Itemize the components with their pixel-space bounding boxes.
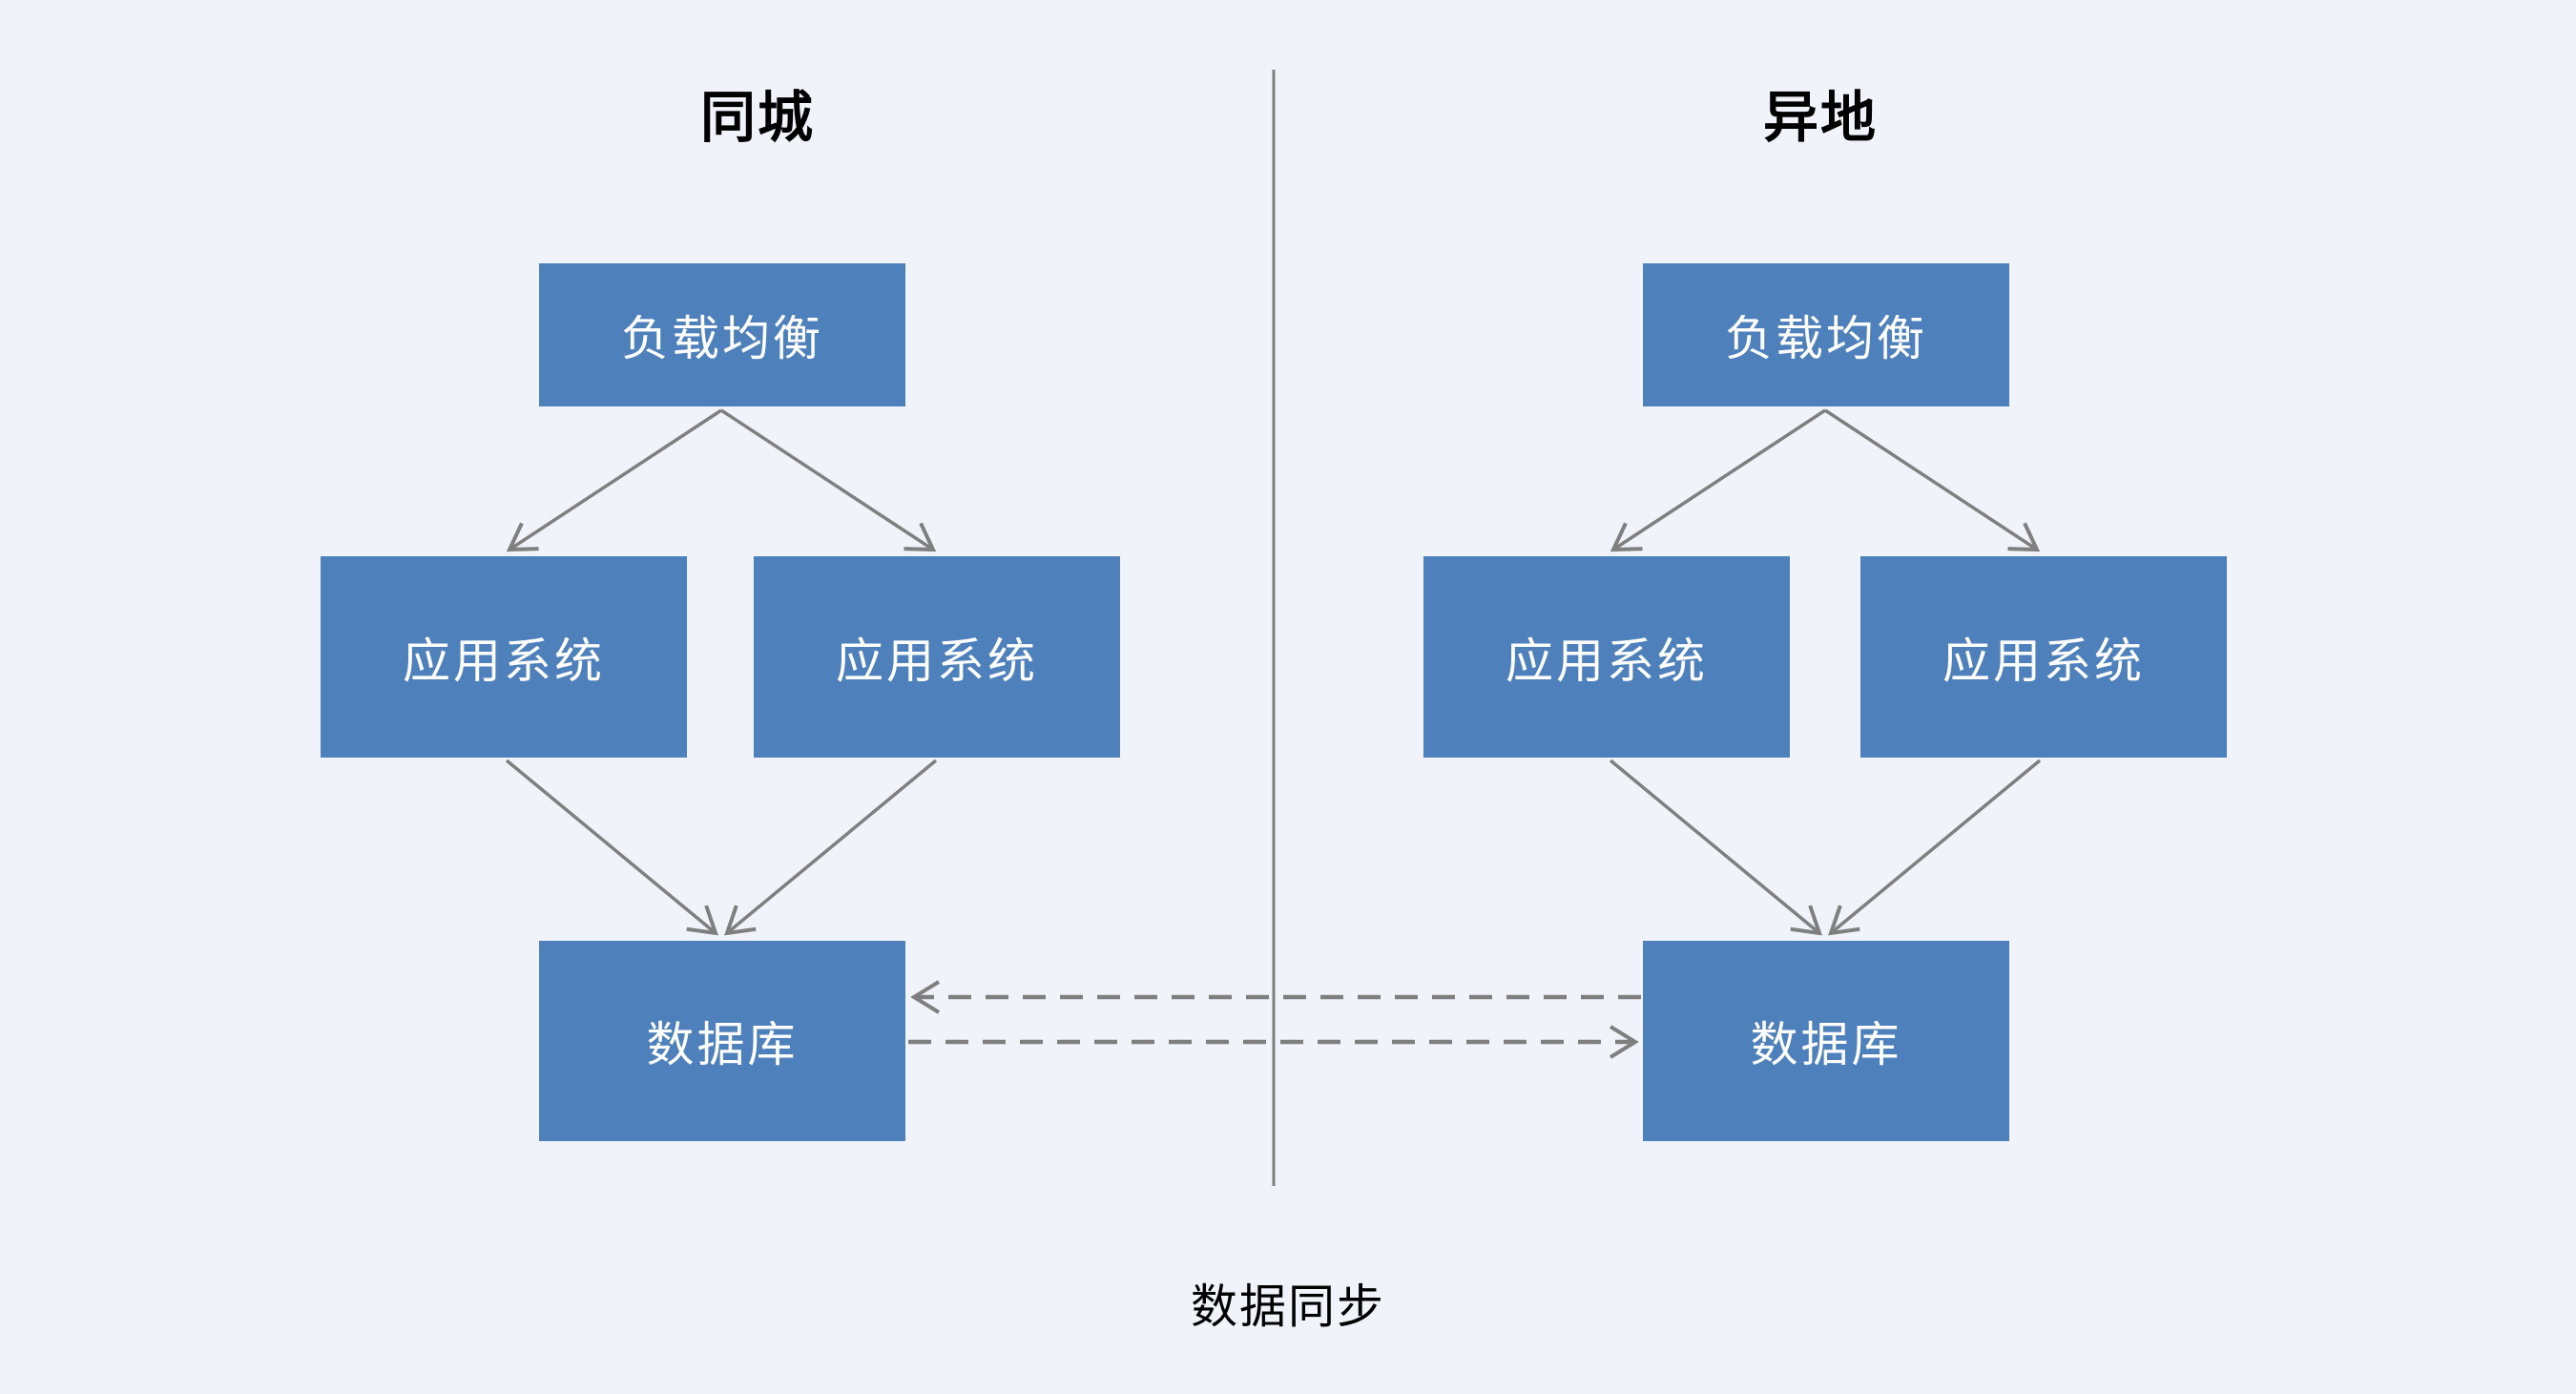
- zone-title-remote: 异地: [1762, 87, 1878, 149]
- node-left-database: 数据库: [539, 941, 905, 1141]
- data-sync-label: 数据同步: [1190, 1281, 1385, 1333]
- node-left-app-system-1: 应用系统: [321, 556, 687, 758]
- arrow-left-lb-to-app2: [720, 408, 937, 552]
- node-left-load-balancer: 负载均衡: [539, 263, 905, 406]
- zone-title-same-city: 同城: [699, 87, 815, 149]
- node-right-app-system-2: 应用系统: [1860, 556, 2227, 758]
- arrow-left-lb-to-app1: [506, 408, 722, 552]
- node-right-database: 数据库: [1643, 941, 2009, 1141]
- node-right-app-system-1: 应用系统: [1423, 556, 1790, 758]
- arrow-right-app1-to-db: [1609, 759, 1822, 936]
- arrow-right-app2-to-db: [1828, 759, 2042, 936]
- arrow-right-lb-to-app1: [1610, 408, 1826, 552]
- arrow-left-app2-to-db: [724, 759, 938, 936]
- node-left-app-system-2: 应用系统: [754, 556, 1120, 758]
- node-right-load-balancer: 负载均衡: [1643, 263, 2009, 406]
- arrow-left-app1-to-db: [505, 759, 718, 936]
- arrow-right-lb-to-app2: [1824, 408, 2041, 552]
